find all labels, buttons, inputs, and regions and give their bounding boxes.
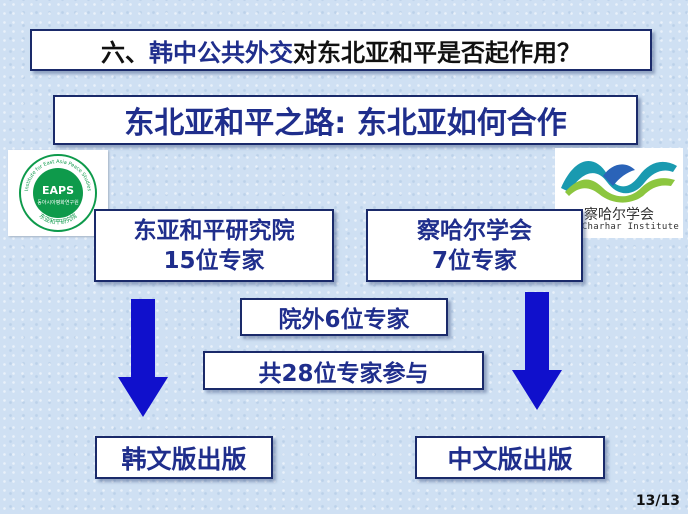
title-prefix: 六、	[101, 38, 149, 67]
eaps-emblem: Institute for East Asia Peace Studies 东亚…	[19, 154, 97, 232]
page-number: 13/13	[635, 493, 680, 509]
down-arrow-icon	[512, 292, 562, 410]
eaps-logo: Institute for East Asia Peace Studies 东亚…	[8, 150, 108, 236]
chinese-edition-box: 中文版出版	[415, 436, 605, 479]
charhar-wave-icon	[561, 161, 677, 203]
eaps-box-count: 15位专家	[163, 247, 265, 274]
slide-title: 六、韩中公共外交对东北亚和平是否起作用？	[30, 29, 652, 71]
charhar-experts-box: 察哈尔学会 7位专家	[366, 209, 583, 282]
title-suffix: 对东北亚和平是否起作用？	[293, 38, 581, 67]
eaps-experts-box: 东亚和平研究院 15位专家	[94, 209, 334, 282]
charhar-box-count: 7位专家	[431, 247, 517, 274]
slide-subtitle: 东北亚和平之路: 东北亚如何合作	[53, 95, 638, 145]
charhar-box-name: 察哈尔学会	[417, 217, 532, 244]
eaps-box-name: 东亚和平研究院	[133, 217, 295, 244]
eaps-logo-text: EAPS	[42, 184, 74, 197]
outside-experts-box: 院外6位专家	[240, 298, 448, 336]
charhar-name-cn: 察哈尔学会	[584, 207, 654, 223]
eaps-logo-subtext: 동아시아평화연구원	[37, 199, 79, 206]
korean-edition-box: 韩文版出版	[95, 436, 273, 479]
charhar-name-en: The Charhar Institute	[558, 222, 680, 232]
title-accent: 韩中公共外交	[149, 38, 293, 67]
total-experts-box: 共28位专家参与	[203, 351, 484, 390]
down-arrow-icon	[118, 299, 168, 417]
